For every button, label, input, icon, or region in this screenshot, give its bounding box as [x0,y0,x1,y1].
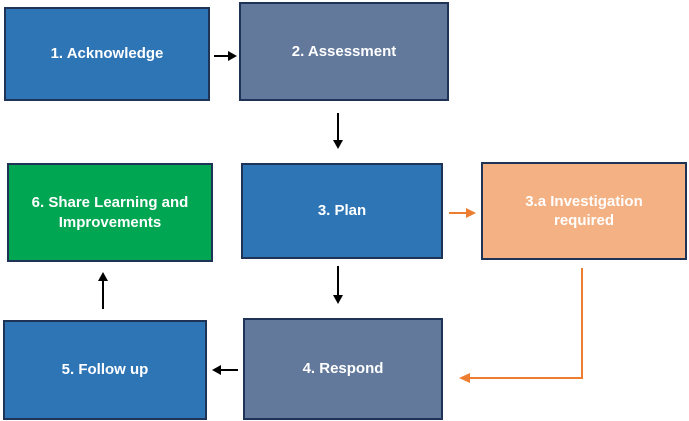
arrow-line [214,55,228,57]
arrowhead-right-icon [466,208,476,218]
arrow-line [337,266,339,295]
node-plan: 3. Plan [241,163,443,259]
node-assessment: 2. Assessment [239,2,449,101]
arrow-elbow-vertical [581,268,583,379]
node-share-learning-label: 6. Share Learning and Improvements [31,194,189,231]
node-respond-label: 4. Respond [302,360,384,378]
arrow-line [337,113,339,140]
arrow-elbow-horizontal [470,377,583,379]
arrow-line [449,212,466,214]
arrowhead-down-icon [333,295,343,304]
node-investigation-required: 3.a Investigation required [481,162,687,260]
node-follow-up-label: 5. Follow up [61,361,149,379]
node-follow-up: 5. Follow up [3,320,207,420]
arrow-line [221,369,238,371]
arrowhead-right-icon [228,51,237,61]
node-acknowledge-label: 1. Acknowledge [50,45,164,63]
arrowhead-up-icon [98,272,108,281]
arrowhead-down-icon [333,140,343,149]
node-share-learning: 6. Share Learning and Improvements [7,163,213,262]
arrowhead-left-icon [459,373,470,383]
node-acknowledge: 1. Acknowledge [4,7,210,101]
node-assessment-label: 2. Assessment [291,42,397,60]
node-plan-label: 3. Plan [317,202,367,220]
arrowhead-left-icon [212,365,221,375]
node-investigation-required-label: 3.a Investigation required [525,192,643,230]
node-respond: 4. Respond [243,318,443,420]
arrow-line [102,281,104,309]
